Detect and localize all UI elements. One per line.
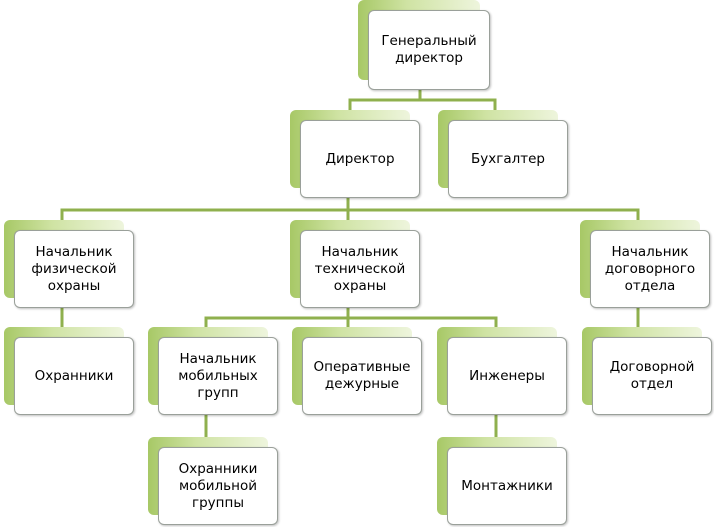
node-box: Директор: [300, 120, 420, 198]
node-installers: Монтажники: [437, 437, 567, 525]
connector-director-to-level3: [60, 191, 640, 225]
connector-technical-to-children: [204, 303, 498, 332]
node-box: Инженеры: [447, 337, 567, 415]
node-label: Бухгалтер: [471, 150, 545, 167]
node-head-contract-dept: Начальник договорного отдела: [580, 220, 710, 308]
node-head-mobile-groups: Начальник мобильных групп: [148, 327, 278, 415]
node-box: Генеральный директор: [368, 10, 490, 90]
node-box: Бухгалтер: [448, 120, 568, 198]
connector-lines: [60, 86, 640, 442]
node-head-physical-security: Начальник физической охраны: [4, 220, 134, 308]
node-box: Монтажники: [447, 447, 567, 525]
node-label: Начальник технической охраны: [314, 243, 406, 294]
node-accountant: Бухгалтер: [438, 110, 568, 198]
node-contract-department: Договорной отдел: [582, 327, 712, 415]
node-label: Начальник мобильных групп: [178, 350, 258, 401]
node-label: Охранники: [34, 367, 114, 384]
node-label: Директор: [325, 150, 395, 167]
node-general-director: Генеральный директор: [358, 0, 490, 90]
node-label: Начальник физической охраны: [31, 243, 117, 294]
node-label: Оперативные дежурные: [313, 359, 411, 392]
node-label: Монтажники: [461, 477, 553, 494]
node-box: Начальник договорного отдела: [590, 230, 710, 308]
node-box: Охранники мобильной группы: [158, 447, 278, 525]
node-guards: Охранники: [4, 327, 134, 415]
node-mobile-group-guards: Охранники мобильной группы: [148, 437, 278, 525]
node-engineers: Инженеры: [437, 327, 567, 415]
node-label: Инженеры: [469, 367, 545, 384]
node-label: Договорной отдел: [609, 359, 695, 392]
node-box: Начальник технической охраны: [300, 230, 420, 308]
node-box: Начальник физической охраны: [14, 230, 134, 308]
node-box: Охранники: [14, 337, 134, 415]
node-head-technical-security: Начальник технической охраны: [290, 220, 420, 308]
node-box: Начальник мобильных групп: [158, 337, 278, 415]
node-duty-officers: Оперативные дежурные: [292, 327, 422, 415]
node-label: Охранники мобильной группы: [178, 460, 258, 511]
node-label: Начальник договорного отдела: [604, 243, 696, 294]
connector-gen-to-level2: [348, 86, 497, 115]
node-box: Оперативные дежурные: [302, 337, 422, 415]
node-director: Директор: [290, 110, 420, 198]
node-box: Договорной отдел: [592, 337, 712, 415]
node-label: Генеральный директор: [381, 33, 477, 66]
